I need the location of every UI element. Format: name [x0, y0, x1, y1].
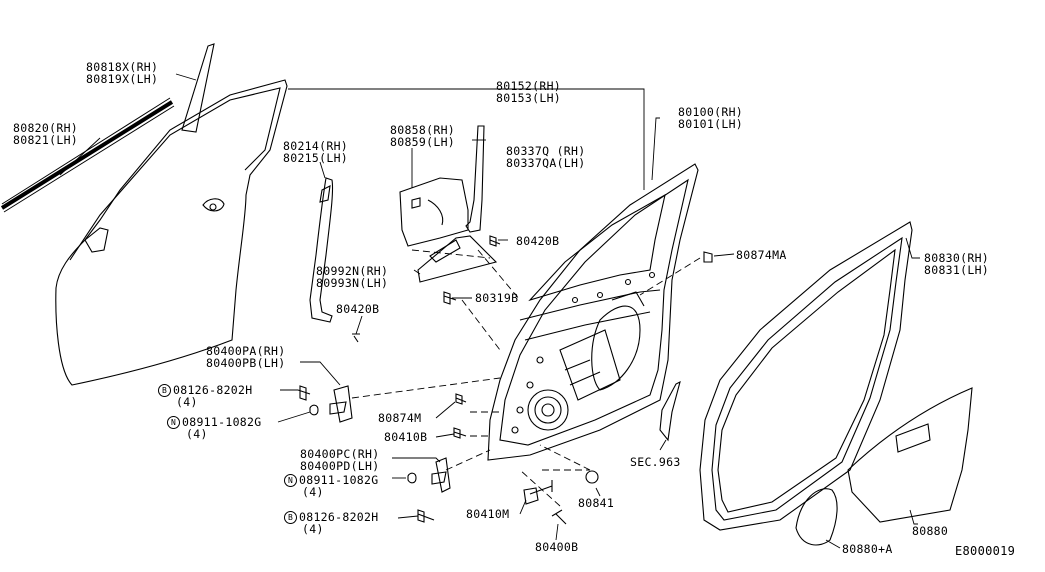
label-80858: 80858(RH)	[390, 123, 456, 137]
door-weatherstrip	[700, 222, 912, 530]
dashed-lines	[352, 250, 700, 506]
diagram-code: E8000019	[955, 544, 1016, 558]
label-80420b-mid: 80420B	[336, 302, 380, 316]
part-80880-shape	[848, 388, 972, 522]
label-80841: 80841	[578, 496, 615, 510]
label-08911-lower-qty: (4)	[302, 485, 324, 499]
label-80880a: 80880+A	[842, 542, 893, 556]
label-80101: 80101(LH)	[678, 117, 744, 131]
label-80830: 80830(RH)	[924, 251, 990, 265]
nut-symbol-icon: N	[284, 474, 297, 487]
label-80993n: 80993N(LH)	[316, 276, 389, 290]
door-outer-panel	[56, 80, 287, 385]
label-80400pa: 80400PA(RH)	[206, 344, 286, 358]
upper-hinge	[330, 386, 352, 422]
label-08126-lower-qty: (4)	[302, 522, 324, 536]
label-80992n: 80992N(RH)	[316, 264, 389, 278]
label-80214: 80214(RH)	[283, 139, 349, 153]
label-80100: 80100(RH)	[678, 105, 744, 119]
part-80880a-shape	[796, 489, 837, 545]
label-80874m: 80874M	[378, 411, 422, 425]
label-80400b: 80400B	[535, 540, 579, 554]
lower-hinge	[432, 458, 450, 492]
part-80992n-shape	[418, 236, 496, 282]
label-08911-upper-qty: (4)	[186, 427, 208, 441]
label-08126-upper-qty: (4)	[176, 395, 198, 409]
label-80153: 80153(LH)	[496, 91, 562, 105]
part-80337q-shape	[466, 126, 484, 232]
label-80874ma: 80874MA	[736, 248, 787, 262]
fasteners	[298, 236, 712, 524]
leader-lines	[60, 74, 920, 548]
label-80820: 80820(RH)	[13, 121, 79, 135]
label-80215: 80215(LH)	[283, 151, 349, 165]
label-80410m: 80410M	[466, 507, 510, 521]
bolt-symbol-icon: B	[284, 511, 297, 524]
label-08911-upper-text: 08911-1082G	[182, 415, 262, 429]
label-80821: 80821(LH)	[13, 133, 79, 147]
part-80818x-shape	[182, 44, 214, 132]
door-inner-frame	[488, 164, 698, 460]
label-80819x: 80819X(LH)	[86, 72, 159, 86]
part-80858-shape	[400, 178, 468, 246]
label-80410b: 80410B	[384, 430, 428, 444]
label-08126-upper-text: 08126-8202H	[173, 383, 253, 397]
label-80337qa: 80337QA(LH)	[506, 156, 586, 170]
label-80859: 80859(LH)	[390, 135, 456, 149]
label-08126-lower-text: 08126-8202H	[299, 510, 379, 524]
sec963-shape	[660, 382, 680, 440]
label-80400pb: 80400PB(LH)	[206, 356, 286, 370]
part-80214-shape	[310, 178, 333, 322]
label-80400pd: 80400PD(LH)	[300, 459, 380, 473]
label-80319b: 80319B	[475, 291, 519, 305]
nut-symbol-icon: N	[167, 416, 180, 429]
label-80831: 80831(LH)	[924, 263, 990, 277]
label-80880: 80880	[912, 524, 949, 538]
label-80420b-top: 80420B	[516, 234, 560, 248]
part-80820-shape	[2, 98, 174, 212]
label-80400pc: 80400PC(RH)	[300, 447, 380, 461]
bolt-symbol-icon: B	[158, 384, 171, 397]
label-80337q: 80337Q (RH)	[506, 144, 586, 158]
label-80818x: 80818X(RH)	[86, 60, 159, 74]
label-80152: 80152(RH)	[496, 79, 562, 93]
label-sec963: SEC.963	[630, 455, 681, 469]
label-08911-lower-text: 08911-1082G	[299, 473, 379, 487]
